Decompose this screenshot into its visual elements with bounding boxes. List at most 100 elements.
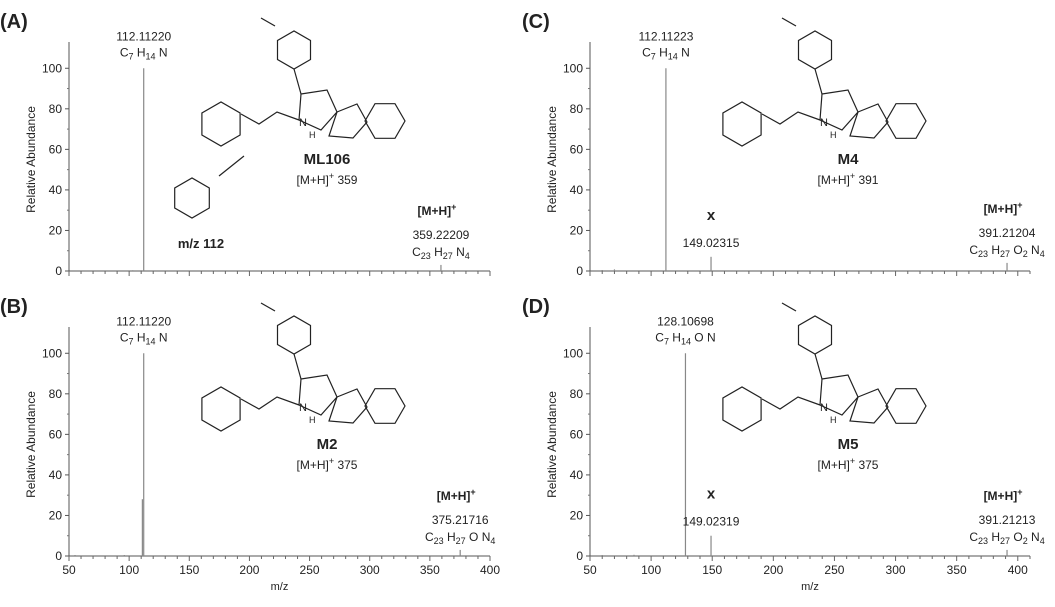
y-tick-label: 60 [570,142,584,156]
fragment-piperidine [174,177,210,219]
y-tick-label: 60 [570,427,584,441]
x-tick-label: 250 [824,563,844,577]
y-tick-label: 80 [570,387,584,401]
x-tick-label: 150 [702,563,722,577]
y-tick-label: 40 [49,468,63,482]
y-tick-label: 40 [570,468,584,482]
structure-atom-h: H [830,415,837,425]
benzo-ring [364,103,406,139]
x-tick-label: 300 [360,563,380,577]
panel-label: (D) [522,296,550,318]
x-axis-label: m/z [271,581,289,593]
y-tick-label: 80 [570,102,584,116]
precursor-header: [M+H]+ [984,200,1023,216]
ethyl-chain [761,396,821,410]
x-tick-label: 350 [420,563,440,577]
peak-mz-label: 112.11223 [638,29,693,43]
x-tick-label: 50 [62,563,76,577]
peak-mz-label: 128.10698 [657,314,714,328]
fragment-arrow [218,155,245,177]
methyl-bond [260,17,276,27]
peak-formula: C7​ H14​ N [120,45,168,61]
benzo-ring [885,388,927,424]
precursor-ion: [M+H]+ 375 [297,456,358,472]
piperidine-ring [201,101,241,147]
toluene-ring [276,30,312,70]
compound-name: M4 [838,151,859,168]
precursor-ion: [M+H]+ 375 [818,456,879,472]
x-tick-label: 250 [300,563,320,577]
contaminant-marker: x [707,207,716,224]
benzo-ring [364,388,406,424]
peak-mz-label: 112.11220 [116,29,171,43]
y-axis-label: Relative Abundance [24,106,38,213]
imidazole-ring [849,103,889,139]
y-tick-label: 20 [49,508,63,522]
x-tick-label: 200 [239,563,259,577]
y-tick-label: 60 [49,142,63,156]
imidazoline-ring [819,89,859,131]
peak-mz-label: 359.22209 [413,228,470,242]
y-tick-label: 0 [55,264,62,278]
y-axis-label: Relative Abundance [545,106,559,213]
x-tick-label: 400 [1008,563,1028,577]
compound-name: M2 [317,436,338,453]
structure-atom-h: H [830,130,837,140]
y-tick-label: 40 [570,183,584,197]
y-tick-label: 80 [49,387,63,401]
structure-atom-n: N [299,402,307,414]
ethyl-chain [240,396,300,410]
y-tick-label: 100 [42,346,62,360]
y-tick-label: 40 [49,183,63,197]
y-tick-label: 20 [570,223,584,237]
bond [293,68,302,95]
peak-formula: C23​ H27​ O N4​ [425,530,495,546]
bond [814,68,823,95]
y-tick-label: 0 [576,264,583,278]
imidazole-ring [328,388,368,424]
structure-atom-n: N [299,117,307,129]
peak-formula: C7​ H14​ N [120,330,168,346]
structure-drawing: NH [722,17,927,147]
peak-formula: C23​ H27​ O2​ N4​ [969,530,1044,546]
x-axis-label: m/z [801,581,819,593]
y-tick-label: 80 [49,102,63,116]
peak-formula: C23​ H27​ N4​ [412,245,470,261]
precursor-ion: [M+H]+ 359 [297,171,358,187]
y-axis-label: Relative Abundance [545,391,559,498]
x-tick-label: 200 [763,563,783,577]
peak-mz-label: 149.02319 [683,515,740,529]
benzo-ring [885,103,927,139]
x-tick-label: 100 [119,563,139,577]
toluene-ring [797,315,833,355]
compound-name: ML106 [304,151,351,168]
imidazoline-ring [298,89,338,131]
x-tick-label: 100 [641,563,661,577]
toluene-ring [276,315,312,355]
peak-mz-label: 391.21204 [979,226,1036,240]
methyl-bond [260,302,276,312]
y-tick-label: 100 [563,61,583,75]
precursor-ion: [M+H]+ 391 [818,171,879,187]
precursor-header: [M+H]+ [417,202,456,218]
y-tick-label: 60 [49,427,63,441]
imidazoline-ring [298,374,338,416]
x-tick-label: 50 [583,563,597,577]
y-tick-label: 0 [55,549,62,563]
peak-mz-label: 149.02315 [683,236,740,250]
bond [814,353,823,380]
compound-name: M5 [838,436,859,453]
piperidine-ring [722,386,762,432]
precursor-header: [M+H]+ [984,487,1023,503]
peak-formula: C7​ H14​ N [642,45,690,61]
imidazole-ring [328,103,368,139]
contaminant-marker: x [707,486,716,503]
bond [293,353,302,380]
imidazoline-ring [819,374,859,416]
x-tick-label: 300 [886,563,906,577]
peak-mz-label: 391.21213 [979,513,1036,527]
